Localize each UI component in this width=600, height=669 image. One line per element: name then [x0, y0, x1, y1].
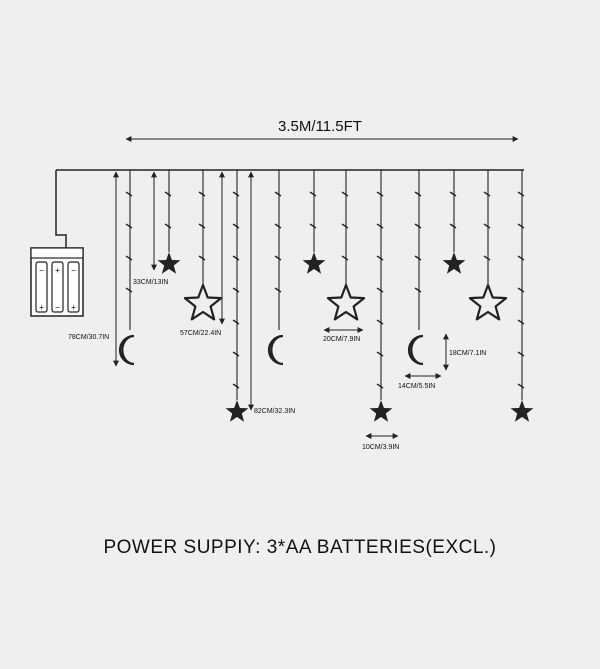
battery-box: − + − + − +: [30, 247, 84, 317]
bulb-icon: [517, 191, 525, 197]
bulb-icon: [483, 255, 491, 261]
small-star-icon: [225, 400, 249, 422]
bulb-icon: [414, 223, 422, 229]
bulb-icon: [414, 191, 422, 197]
bulb-icon: [274, 287, 282, 293]
bulb-icon: [517, 255, 525, 261]
bulb-icon: [125, 255, 133, 261]
svg-text:−: −: [71, 266, 76, 275]
power-lead-wire: [55, 170, 67, 248]
bulb-icon: [198, 191, 206, 197]
moon-icon: [118, 334, 135, 366]
bulb-icon: [376, 383, 384, 389]
bulb-icon: [376, 319, 384, 325]
bulb-icon: [232, 383, 240, 389]
svg-text:+: +: [55, 266, 60, 275]
bulb-icon: [125, 191, 133, 197]
bulb-icon: [483, 223, 491, 229]
total-length-label: 3.5M/11.5FT: [278, 118, 362, 135]
svg-text:+: +: [39, 303, 44, 312]
bulb-icon: [232, 255, 240, 261]
moon-icon: [267, 334, 284, 366]
svg-text:+: +: [71, 303, 76, 312]
small-star-icon: [302, 252, 326, 274]
bulb-icon: [274, 191, 282, 197]
bulb-icon: [198, 255, 206, 261]
bulb-icon: [376, 191, 384, 197]
small-star-icon: [369, 400, 393, 422]
bulb-icon: [517, 287, 525, 293]
bulb-icon: [125, 223, 133, 229]
bulb-icon: [376, 223, 384, 229]
bulb-icon: [483, 191, 491, 197]
moon-width-label: 14CM/5.5IN: [398, 383, 435, 390]
bulb-icon: [164, 191, 172, 197]
big-star-icon: [183, 283, 223, 321]
bulb-icon: [198, 223, 206, 229]
bulb-icon: [274, 255, 282, 261]
bulb-icon: [341, 223, 349, 229]
long-drop-label: 78CM/30.7IN: [68, 334, 109, 341]
bulb-icon: [376, 255, 384, 261]
small-star-icon: [510, 400, 534, 422]
small-star-icon: [157, 252, 181, 274]
bulb-icon: [232, 191, 240, 197]
bulb-icon: [232, 223, 240, 229]
big-star-width-label: 20CM/7.9IN: [323, 336, 360, 343]
bulb-icon: [517, 383, 525, 389]
bulb-icon: [449, 223, 457, 229]
bulb-icon: [341, 191, 349, 197]
bulb-icon: [274, 223, 282, 229]
bulb-icon: [232, 319, 240, 325]
bulb-icon: [376, 351, 384, 357]
small-star-icon: [442, 252, 466, 274]
bulb-icon: [232, 287, 240, 293]
longest-drop-label: 82CM/32.3IN: [254, 408, 295, 415]
short-drop-label: 33CM/13IN: [133, 279, 168, 286]
bulb-icon: [309, 191, 317, 197]
bulb-icon: [376, 287, 384, 293]
moon-height-label: 18CM/7.1IN: [449, 350, 486, 357]
bulb-icon: [449, 191, 457, 197]
light-strands: [118, 170, 534, 422]
svg-text:−: −: [39, 266, 44, 275]
svg-text:−: −: [55, 303, 60, 312]
bulb-icon: [125, 287, 133, 293]
bulb-icon: [164, 223, 172, 229]
bulb-icon: [517, 351, 525, 357]
bulb-icon: [341, 255, 349, 261]
big-star-icon: [468, 283, 508, 321]
bulb-icon: [517, 319, 525, 325]
bulb-icon: [414, 255, 422, 261]
bulb-icon: [517, 223, 525, 229]
mid-drop-label: 57CM/22.4IN: [180, 330, 221, 337]
small-star-width-label: 10CM/3.9IN: [362, 444, 399, 451]
bulb-icon: [232, 351, 240, 357]
bulb-icon: [414, 287, 422, 293]
moon-icon: [407, 334, 424, 366]
bulb-icon: [309, 223, 317, 229]
big-star-icon: [326, 283, 366, 321]
power-supply-caption: POWER SUPPIY: 3*AA BATTERIES(EXCL.): [103, 537, 497, 558]
